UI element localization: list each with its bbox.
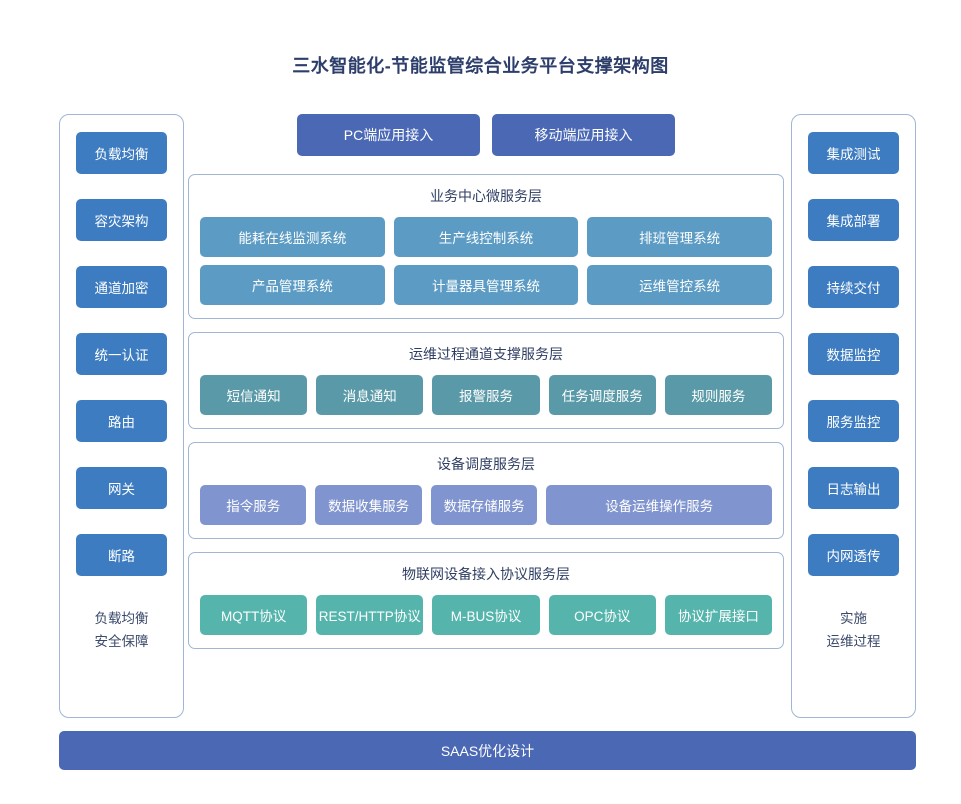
- node-iot-0-1[interactable]: REST/HTTP协议: [316, 595, 424, 635]
- node-iot-0-4[interactable]: 协议扩展接口: [664, 595, 773, 635]
- node-business-0-0[interactable]: 能耗在线监测系统: [200, 217, 385, 257]
- right-column-item-0[interactable]: 集成测试: [808, 132, 899, 174]
- node-business-0-1[interactable]: 生产线控制系统: [393, 217, 579, 257]
- right-column-item-6[interactable]: 内网透传: [808, 534, 899, 576]
- right-column-item-4[interactable]: 服务监控: [808, 400, 899, 442]
- node-ops-0-4[interactable]: 规则服务: [664, 375, 773, 415]
- node-device-0-1[interactable]: 数据收集服务: [315, 485, 422, 525]
- node-device-0-3[interactable]: 设备运维操作服务: [546, 485, 773, 525]
- node-ops-0-1[interactable]: 消息通知: [316, 375, 424, 415]
- node-iot-0-0[interactable]: MQTT协议: [200, 595, 308, 635]
- layer-title-ops: 运维过程通道支撑服务层: [409, 346, 563, 362]
- right-column-item-2[interactable]: 持续交付: [808, 266, 899, 308]
- middle-stack: PC端应用接入移动端应用接入 业务中心微服务层能耗在线监测系统生产线控制系统排班…: [188, 114, 784, 718]
- right-support-column: 集成测试集成部署持续交付数据监控服务监控日志输出内网透传 实施 运维过程: [791, 114, 916, 718]
- layer-title-business: 业务中心微服务层: [430, 188, 542, 204]
- node-ops-0-2[interactable]: 报警服务: [432, 375, 540, 415]
- left-column-item-3[interactable]: 统一认证: [76, 333, 167, 375]
- left-column-footer: 负载均衡 安全保障: [95, 607, 149, 653]
- right-column-footer-line2: 运维过程: [826, 634, 881, 649]
- access-button-1[interactable]: 移动端应用接入: [492, 114, 675, 156]
- layer-row: 指令服务数据收集服务数据存储服务设备运维操作服务: [200, 485, 773, 525]
- right-column-footer: 实施 运维过程: [827, 607, 881, 653]
- access-button-0[interactable]: PC端应用接入: [297, 114, 480, 156]
- layer-row: 产品管理系统计量器具管理系统运维管控系统: [200, 265, 773, 305]
- left-column-item-5[interactable]: 网关: [76, 467, 167, 509]
- left-column-item-4[interactable]: 路由: [76, 400, 167, 442]
- page-title: 三水智能化-节能监管综合业务平台支撑架构图: [292, 56, 669, 76]
- right-column-footer-line1: 实施: [840, 611, 867, 626]
- node-business-0-2[interactable]: 排班管理系统: [587, 217, 773, 257]
- right-column-item-3[interactable]: 数据监控: [808, 333, 899, 375]
- node-iot-0-3[interactable]: OPC协议: [548, 595, 656, 635]
- right-column-item-5[interactable]: 日志输出: [808, 467, 899, 509]
- saas-optimization-bar: SAAS优化设计: [59, 731, 916, 770]
- left-column-footer-line1: 负载均衡: [94, 611, 149, 626]
- left-column-item-2[interactable]: 通道加密: [76, 266, 167, 308]
- node-iot-0-2[interactable]: M-BUS协议: [432, 595, 540, 635]
- node-device-0-2[interactable]: 数据存储服务: [430, 485, 538, 525]
- layer-ops: 运维过程通道支撑服务层短信通知消息通知报警服务任务调度服务规则服务: [188, 332, 784, 429]
- layer-row: 短信通知消息通知报警服务任务调度服务规则服务: [200, 375, 773, 415]
- layer-row: 能耗在线监测系统生产线控制系统排班管理系统: [200, 217, 773, 257]
- layer-title-iot: 物联网设备接入协议服务层: [402, 566, 570, 582]
- layer-title-device: 设备调度服务层: [437, 456, 535, 472]
- left-column-item-0[interactable]: 负载均衡: [76, 132, 167, 174]
- right-column-item-1[interactable]: 集成部署: [808, 199, 899, 241]
- node-business-1-0[interactable]: 产品管理系统: [200, 265, 385, 305]
- left-column-item-6[interactable]: 断路: [76, 534, 167, 576]
- left-support-column: 负载均衡容灾架构通道加密统一认证路由网关断路 负载均衡 安全保障: [59, 114, 184, 718]
- left-column-item-1[interactable]: 容灾架构: [76, 199, 167, 241]
- service-layers: 业务中心微服务层能耗在线监测系统生产线控制系统排班管理系统产品管理系统计量器具管…: [188, 174, 784, 649]
- node-ops-0-0[interactable]: 短信通知: [200, 375, 308, 415]
- left-column-footer-line2: 安全保障: [94, 634, 149, 649]
- node-business-1-1[interactable]: 计量器具管理系统: [393, 265, 579, 305]
- node-ops-0-3[interactable]: 任务调度服务: [548, 375, 656, 415]
- node-business-1-2[interactable]: 运维管控系统: [587, 265, 773, 305]
- layer-business: 业务中心微服务层能耗在线监测系统生产线控制系统排班管理系统产品管理系统计量器具管…: [188, 174, 784, 319]
- node-device-0-0[interactable]: 指令服务: [200, 485, 307, 525]
- layer-device: 设备调度服务层指令服务数据收集服务数据存储服务设备运维操作服务: [188, 442, 784, 539]
- application-access-row: PC端应用接入移动端应用接入: [188, 114, 784, 156]
